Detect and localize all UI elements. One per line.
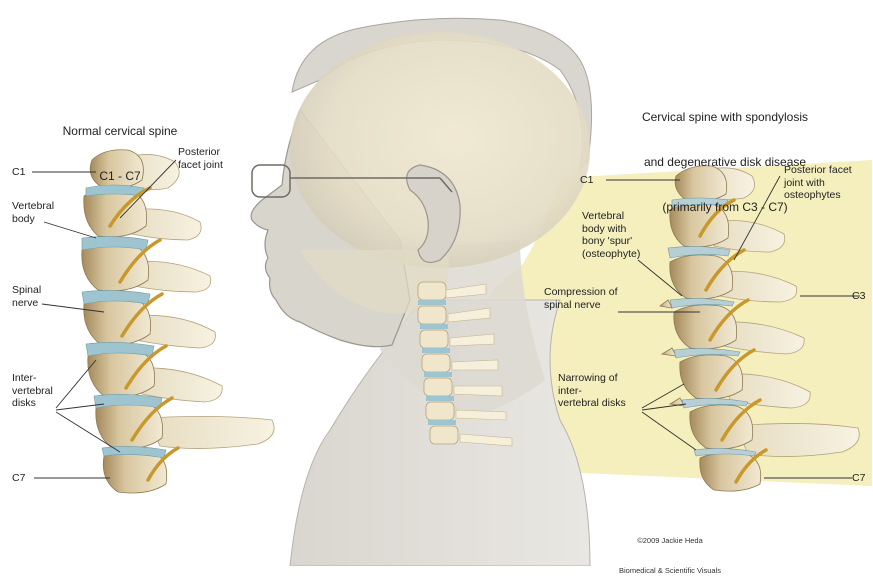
left-title-line2: C1 - C7	[20, 169, 220, 184]
copyright-credit: ©2009 Jackie Heda Biomedical & Scientifi…	[580, 516, 760, 586]
label-right-posterior-facet-osteophytes: Posterior facet joint with osteophytes	[784, 164, 852, 202]
label-left-intervertebral-disks: Inter- vertebral disks	[12, 372, 53, 410]
right-panel-title: Cervical spine with spondylosis and dege…	[590, 80, 860, 230]
label-right-compression: Compression of spinal nerve	[544, 286, 618, 311]
label-left-spinal-nerve: Spinal nerve	[12, 284, 41, 309]
right-title-line1: Cervical spine with spondylosis	[590, 110, 860, 125]
left-title-line1: Normal cervical spine	[20, 124, 220, 139]
vertebra-c4	[84, 297, 151, 345]
vertebra-c3	[82, 243, 149, 291]
vertebra-c4	[674, 305, 737, 349]
label-right-c3: C3	[852, 290, 865, 303]
normal-cervical-spine	[82, 150, 274, 493]
label-left-posterior-facet: Posterior facet joint	[178, 146, 223, 171]
label-right-c7: C7	[852, 472, 865, 485]
label-left-vertebral-body: Vertebral body	[12, 200, 54, 225]
vertebra-c5	[680, 355, 743, 399]
label-left-c1: C1	[12, 166, 25, 179]
label-right-vertebral-body-spur: Vertebral body with bony 'spur' (osteoph…	[582, 210, 640, 260]
vertebra-c5	[88, 349, 155, 397]
vertebra-c6	[96, 401, 163, 449]
label-right-narrowing: Narrowing of inter- vertebral disks	[558, 372, 626, 410]
label-right-c1: C1	[580, 174, 593, 187]
credit-line1: ©2009 Jackie Heda	[580, 536, 760, 546]
label-left-c7: C7	[12, 472, 25, 485]
vertebra-c3	[670, 255, 733, 299]
credit-line2: Biomedical & Scientific Visuals	[580, 566, 760, 576]
